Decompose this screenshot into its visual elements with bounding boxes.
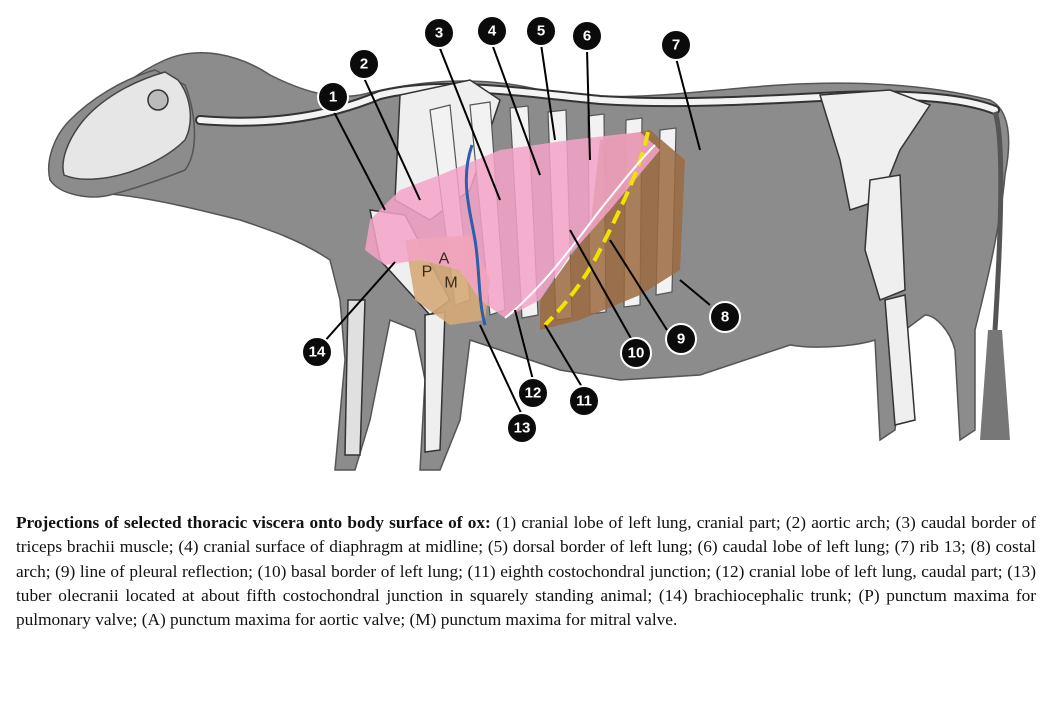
caption-title: Projections of selected thoracic viscera… xyxy=(16,513,491,532)
label-2-text: 2 xyxy=(360,56,368,73)
basal-border-line xyxy=(504,144,656,319)
label-7: 7 xyxy=(660,29,692,61)
eye-orbit xyxy=(147,89,169,111)
figure-caption: Projections of selected thoracic viscera… xyxy=(16,511,1036,632)
label-12: 12 xyxy=(517,377,549,409)
label-3-text: 3 xyxy=(435,25,443,42)
label-11-text: 11 xyxy=(576,393,592,410)
left-lung-projection xyxy=(365,132,660,318)
femur xyxy=(864,174,906,302)
label-3: 3 xyxy=(423,17,455,49)
ox-thorax-illustration: 1 2 3 4 5 6 7 8 9 10 11 12 13 14 P A M xyxy=(48,15,1010,471)
triceps-border-line xyxy=(464,144,487,326)
label-6-text: 6 xyxy=(583,28,591,45)
label-13-text: 13 xyxy=(514,420,531,437)
liver-projection xyxy=(540,130,685,330)
label-4-text: 4 xyxy=(488,23,497,40)
letter-m: M xyxy=(444,275,457,292)
label-13: 13 xyxy=(506,412,538,444)
label-5-text: 5 xyxy=(537,23,545,40)
label-8-text: 8 xyxy=(721,309,729,326)
pelvis xyxy=(819,89,932,211)
letter-a: A xyxy=(439,251,450,268)
label-5: 5 xyxy=(525,15,557,47)
label-2: 2 xyxy=(348,48,380,80)
letter-p: P xyxy=(422,264,433,281)
label-6: 6 xyxy=(571,20,603,52)
label-7-text: 7 xyxy=(672,37,680,54)
label-1-text: 1 xyxy=(329,89,337,106)
label-10-text: 10 xyxy=(628,345,645,362)
label-11: 11 xyxy=(568,385,600,417)
label-9-text: 9 xyxy=(677,331,685,348)
tail xyxy=(992,111,1004,331)
fore-radius-far xyxy=(344,299,366,456)
caption-body: (1) cranial lobe of left lung, cranial p… xyxy=(16,513,1036,630)
label-4: 4 xyxy=(476,15,508,47)
hind-tibia xyxy=(884,294,916,426)
label-12-text: 12 xyxy=(525,385,542,402)
label-14-text: 14 xyxy=(309,344,326,361)
tail-switch xyxy=(980,330,1010,440)
label-8: 8 xyxy=(709,301,741,333)
label-1: 1 xyxy=(317,81,349,113)
label-9: 9 xyxy=(665,323,697,355)
leader-lines xyxy=(322,43,711,416)
label-10: 10 xyxy=(620,337,652,369)
label-14: 14 xyxy=(301,336,333,368)
